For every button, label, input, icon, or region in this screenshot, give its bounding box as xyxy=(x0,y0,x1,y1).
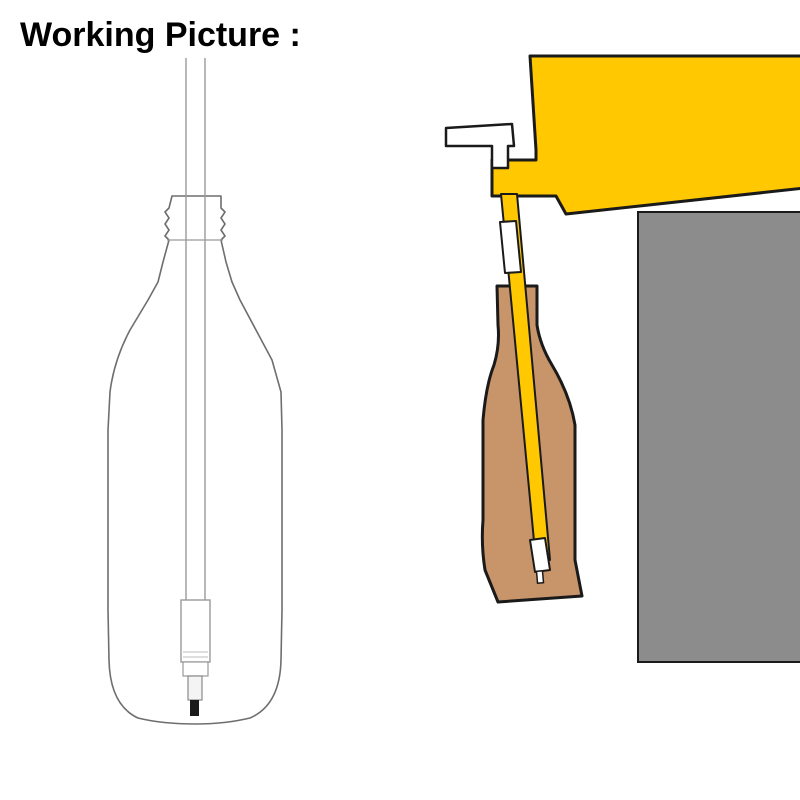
tube-filter xyxy=(180,599,211,663)
filter-neck xyxy=(187,675,203,701)
tube-connector xyxy=(499,220,522,274)
tube-bottom-tip xyxy=(535,569,545,585)
tap-handle xyxy=(444,122,516,170)
tube-tip xyxy=(190,700,199,716)
stand-block xyxy=(637,211,800,663)
siphon-tube xyxy=(500,193,551,563)
filter-threaded-end xyxy=(182,661,209,677)
tank-icon xyxy=(490,54,800,216)
tube-bottom-filter xyxy=(529,537,551,573)
bottle-icon xyxy=(107,195,283,725)
clear-bottle-diagram xyxy=(107,58,283,725)
page-title: Working Picture : xyxy=(20,16,301,54)
siphon-setup-diagram xyxy=(444,54,800,663)
